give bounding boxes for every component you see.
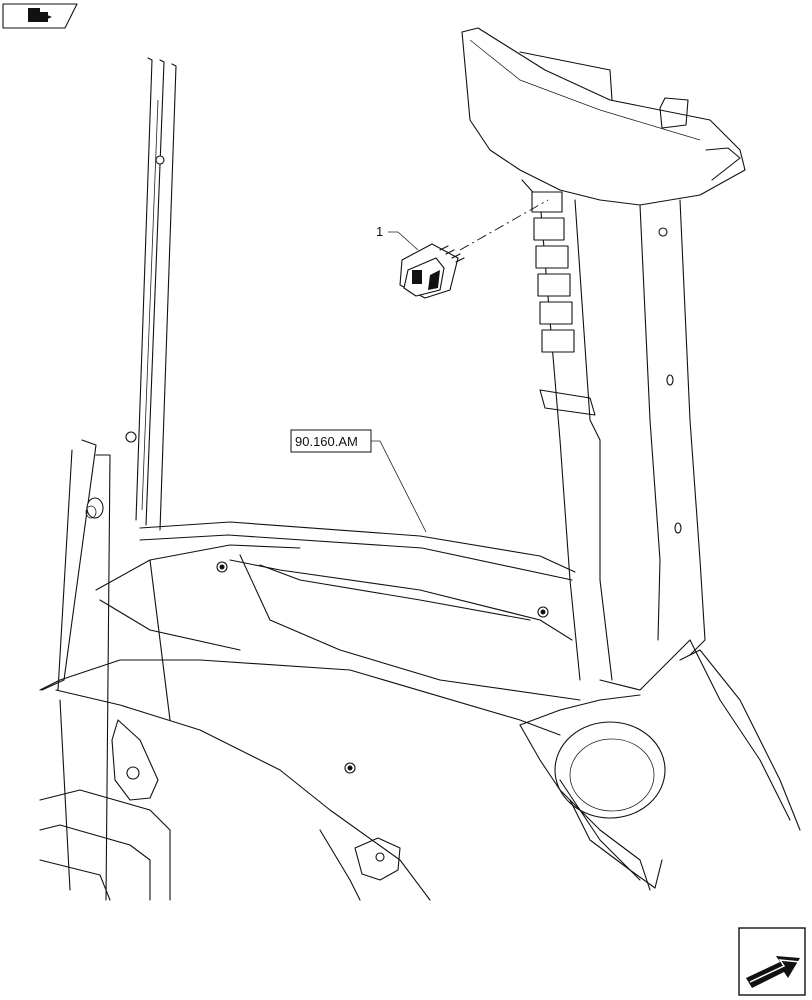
item-number-label: 1 <box>376 224 383 239</box>
back-nav-button[interactable] <box>2 3 78 29</box>
item-1-leader <box>388 231 419 251</box>
reference-callout[interactable]: 90.160.AM <box>290 429 372 453</box>
page-back-arrow-icon <box>28 8 52 22</box>
reference-leader <box>371 440 427 533</box>
assembly-guide-line <box>459 199 549 251</box>
rocker-switch-part <box>399 243 465 299</box>
page-forward-arrow-icon <box>746 956 801 988</box>
right-trim-panel <box>461 27 746 681</box>
reference-label: 90.160.AM <box>295 434 358 449</box>
left-pillar <box>41 57 177 901</box>
forward-nav-button[interactable] <box>738 927 806 996</box>
switch-slot-column <box>531 191 596 416</box>
dashboard-console <box>39 521 801 901</box>
